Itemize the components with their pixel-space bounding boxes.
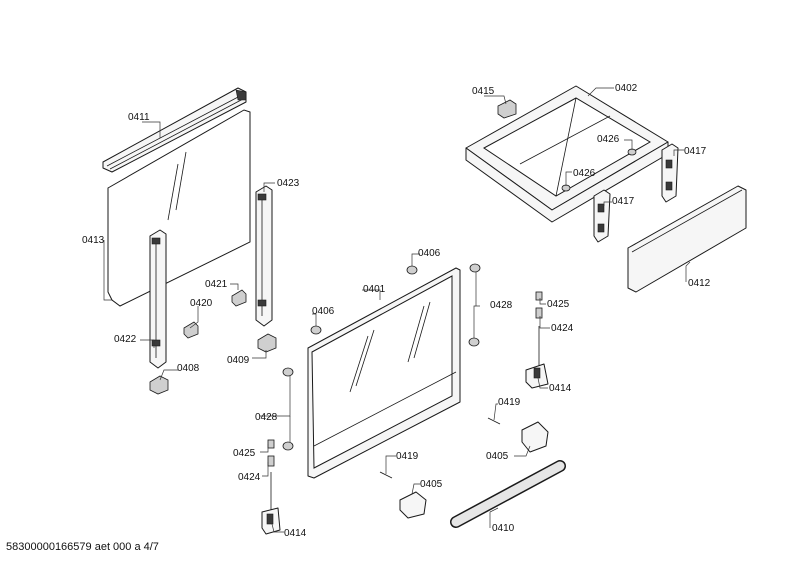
label-0414-b[interactable]: 0414 xyxy=(549,383,572,394)
part-0409-bracket[interactable] xyxy=(257,333,277,353)
label-0405-b[interactable]: 0405 xyxy=(420,479,443,490)
label-0415[interactable]: 0415 xyxy=(472,86,495,97)
part-0421-clip[interactable] xyxy=(231,289,247,307)
label-0428-b[interactable]: 0428 xyxy=(255,412,278,423)
part-0401-outer-door[interactable] xyxy=(307,267,461,479)
label-0425-b[interactable]: 0425 xyxy=(547,299,570,310)
label-0421[interactable]: 0421 xyxy=(205,279,228,290)
label-0406-a[interactable]: 0406 xyxy=(418,248,441,259)
label-0414-a[interactable]: 0414 xyxy=(284,528,307,539)
part-0408-bracket[interactable] xyxy=(149,375,169,395)
part-0417-hook-a[interactable] xyxy=(661,143,679,203)
part-0420-clip[interactable] xyxy=(183,321,199,339)
label-0424-a[interactable]: 0424 xyxy=(238,472,261,483)
part-0422-side-rail[interactable] xyxy=(149,229,167,369)
label-0405-a[interactable]: 0405 xyxy=(486,451,509,462)
part-0413-inner-glass[interactable] xyxy=(107,109,251,307)
part-labels: 0411 0413 0423 0421 0420 0422 0408 0409 … xyxy=(82,83,711,539)
document-id: 58300000166579 aet 000 a 4/7 xyxy=(6,541,159,553)
label-0422[interactable]: 0422 xyxy=(114,334,137,345)
leader-lines xyxy=(103,87,691,533)
label-0423[interactable]: 0423 xyxy=(277,178,300,189)
label-0406-b[interactable]: 0406 xyxy=(312,306,335,317)
label-0401[interactable]: 0401 xyxy=(363,284,386,295)
label-0410[interactable]: 0410 xyxy=(492,523,515,534)
part-0412-glass-panel[interactable] xyxy=(627,185,747,293)
label-0417-a[interactable]: 0417 xyxy=(684,146,707,157)
label-0413[interactable]: 0413 xyxy=(82,235,105,246)
label-0408[interactable]: 0408 xyxy=(177,363,200,374)
part-0414-hinge-left[interactable] xyxy=(261,439,281,535)
part-0405-cover[interactable] xyxy=(399,421,549,519)
part-0402-drip-tray[interactable] xyxy=(465,85,669,223)
label-0412[interactable]: 0412 xyxy=(688,278,711,289)
label-0424-b[interactable]: 0424 xyxy=(551,323,574,334)
part-0414-hinge-right[interactable] xyxy=(525,291,549,389)
part-0415-bracket[interactable] xyxy=(497,99,517,119)
label-0417-b[interactable]: 0417 xyxy=(612,196,635,207)
label-0411[interactable]: 0411 xyxy=(128,112,150,123)
part-0423-side-rail[interactable] xyxy=(255,185,273,327)
label-0428-a[interactable]: 0428 xyxy=(490,300,513,311)
label-0419-a[interactable]: 0419 xyxy=(498,397,521,408)
part-0406-bumper[interactable] xyxy=(282,263,481,451)
label-0426-b[interactable]: 0426 xyxy=(573,168,596,179)
part-0411-top-rail[interactable] xyxy=(102,87,247,173)
part-0419-screw[interactable] xyxy=(379,417,501,479)
part-0410-handle[interactable] xyxy=(450,460,566,528)
label-0420[interactable]: 0420 xyxy=(190,298,213,309)
label-0402[interactable]: 0402 xyxy=(615,83,638,94)
part-0417-hook-b[interactable] xyxy=(593,189,611,243)
label-0425-a[interactable]: 0425 xyxy=(233,448,256,459)
label-0409[interactable]: 0409 xyxy=(227,355,250,366)
label-0419-b[interactable]: 0419 xyxy=(396,451,419,462)
label-0426-a[interactable]: 0426 xyxy=(597,134,620,145)
